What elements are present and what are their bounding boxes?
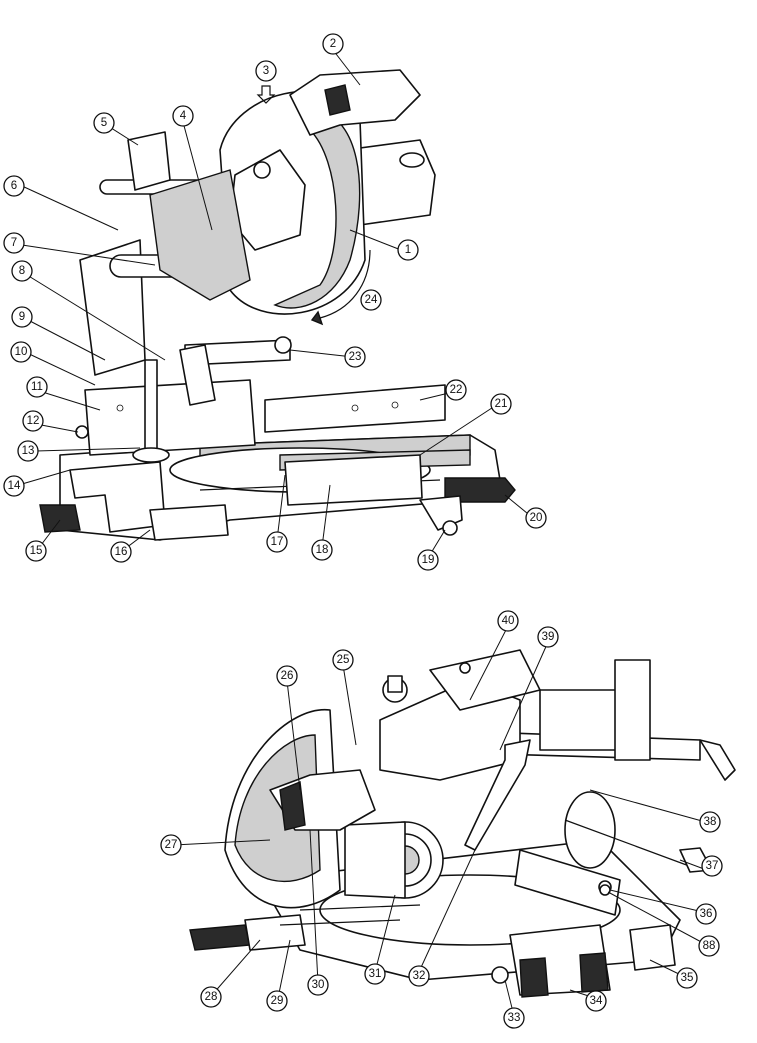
svg-text:27: 27 bbox=[165, 839, 178, 851]
svg-text:10: 10 bbox=[15, 346, 28, 358]
callout-19: 19 bbox=[417, 549, 439, 571]
callout-24: 24 bbox=[360, 289, 382, 311]
svg-text:29: 29 bbox=[271, 995, 284, 1007]
svg-text:1: 1 bbox=[405, 244, 411, 256]
svg-text:18: 18 bbox=[316, 544, 329, 556]
callout-32: 32 bbox=[408, 965, 430, 987]
callout-4: 4 bbox=[172, 105, 194, 127]
callout-88: 88 bbox=[698, 935, 720, 957]
callout-17: 17 bbox=[266, 531, 288, 553]
svg-text:4: 4 bbox=[180, 110, 187, 122]
callout-35: 35 bbox=[676, 967, 698, 989]
svg-text:6: 6 bbox=[11, 180, 17, 192]
svg-text:13: 13 bbox=[22, 445, 35, 457]
svg-text:15: 15 bbox=[30, 545, 43, 557]
callout-37: 37 bbox=[701, 855, 723, 877]
svg-text:23: 23 bbox=[349, 351, 362, 363]
callout-26: 26 bbox=[276, 665, 298, 687]
svg-text:3: 3 bbox=[263, 65, 269, 77]
callout-34: 34 bbox=[585, 990, 607, 1012]
svg-text:33: 33 bbox=[508, 1012, 521, 1024]
callout-8: 8 bbox=[11, 260, 33, 282]
svg-text:5: 5 bbox=[101, 117, 107, 129]
callout-9: 9 bbox=[11, 306, 33, 328]
svg-text:12: 12 bbox=[27, 415, 40, 427]
saw-front-view-drawing bbox=[39, 69, 516, 541]
svg-text:11: 11 bbox=[31, 381, 43, 393]
callout-22: 22 bbox=[445, 379, 467, 401]
callout-3: 3 bbox=[255, 60, 277, 82]
callout-6: 6 bbox=[3, 175, 25, 197]
callout-40: 40 bbox=[497, 610, 519, 632]
callout-14: 14 bbox=[3, 475, 25, 497]
svg-text:88: 88 bbox=[703, 940, 716, 952]
callout-38: 38 bbox=[699, 811, 721, 833]
svg-text:36: 36 bbox=[700, 908, 713, 920]
svg-text:40: 40 bbox=[502, 615, 515, 627]
callout-28: 28 bbox=[200, 986, 222, 1008]
callout-20: 20 bbox=[525, 507, 547, 529]
svg-text:20: 20 bbox=[530, 512, 543, 524]
callout-27: 27 bbox=[160, 834, 182, 856]
svg-text:21: 21 bbox=[495, 398, 508, 410]
callout-29: 29 bbox=[266, 990, 288, 1012]
callout-23: 23 bbox=[344, 346, 366, 368]
svg-text:14: 14 bbox=[8, 480, 21, 492]
callout-15: 15 bbox=[25, 540, 47, 562]
callout-21: 21 bbox=[490, 393, 512, 415]
svg-text:22: 22 bbox=[450, 384, 463, 396]
svg-text:30: 30 bbox=[312, 979, 325, 991]
callout-31: 31 bbox=[364, 963, 386, 985]
svg-text:37: 37 bbox=[706, 860, 719, 872]
saw-rear-view-drawing bbox=[189, 649, 736, 998]
svg-text:35: 35 bbox=[681, 972, 694, 984]
svg-text:9: 9 bbox=[19, 311, 25, 323]
callout-33: 33 bbox=[503, 1007, 525, 1029]
svg-text:31: 31 bbox=[369, 968, 382, 980]
callout-13: 13 bbox=[17, 440, 39, 462]
svg-text:17: 17 bbox=[271, 536, 284, 548]
svg-text:34: 34 bbox=[590, 995, 603, 1007]
svg-text:24: 24 bbox=[365, 294, 378, 306]
callout-11: 11 bbox=[26, 376, 48, 398]
svg-text:32: 32 bbox=[413, 970, 426, 982]
callout-16: 16 bbox=[110, 541, 132, 563]
callout-39: 39 bbox=[537, 626, 559, 648]
callout-10: 10 bbox=[10, 341, 32, 363]
svg-text:16: 16 bbox=[115, 546, 128, 558]
svg-text:39: 39 bbox=[542, 631, 555, 643]
callout-12: 12 bbox=[22, 410, 44, 432]
svg-text:38: 38 bbox=[704, 816, 717, 828]
callout-18: 18 bbox=[311, 539, 333, 561]
callout-5: 5 bbox=[93, 112, 115, 134]
svg-text:7: 7 bbox=[11, 237, 17, 249]
callout-1: 1 bbox=[397, 239, 419, 261]
callout-7: 7 bbox=[3, 232, 25, 254]
svg-text:28: 28 bbox=[205, 991, 218, 1003]
callout-36: 36 bbox=[695, 903, 717, 925]
callout-30: 30 bbox=[307, 974, 329, 996]
svg-text:26: 26 bbox=[281, 670, 294, 682]
callout-2: 2 bbox=[322, 33, 344, 55]
svg-text:8: 8 bbox=[19, 265, 25, 277]
svg-text:2: 2 bbox=[330, 38, 336, 50]
top-leader-lines bbox=[21, 49, 534, 559]
svg-text:25: 25 bbox=[337, 654, 350, 666]
callout-25: 25 bbox=[332, 649, 354, 671]
svg-text:19: 19 bbox=[422, 554, 435, 566]
